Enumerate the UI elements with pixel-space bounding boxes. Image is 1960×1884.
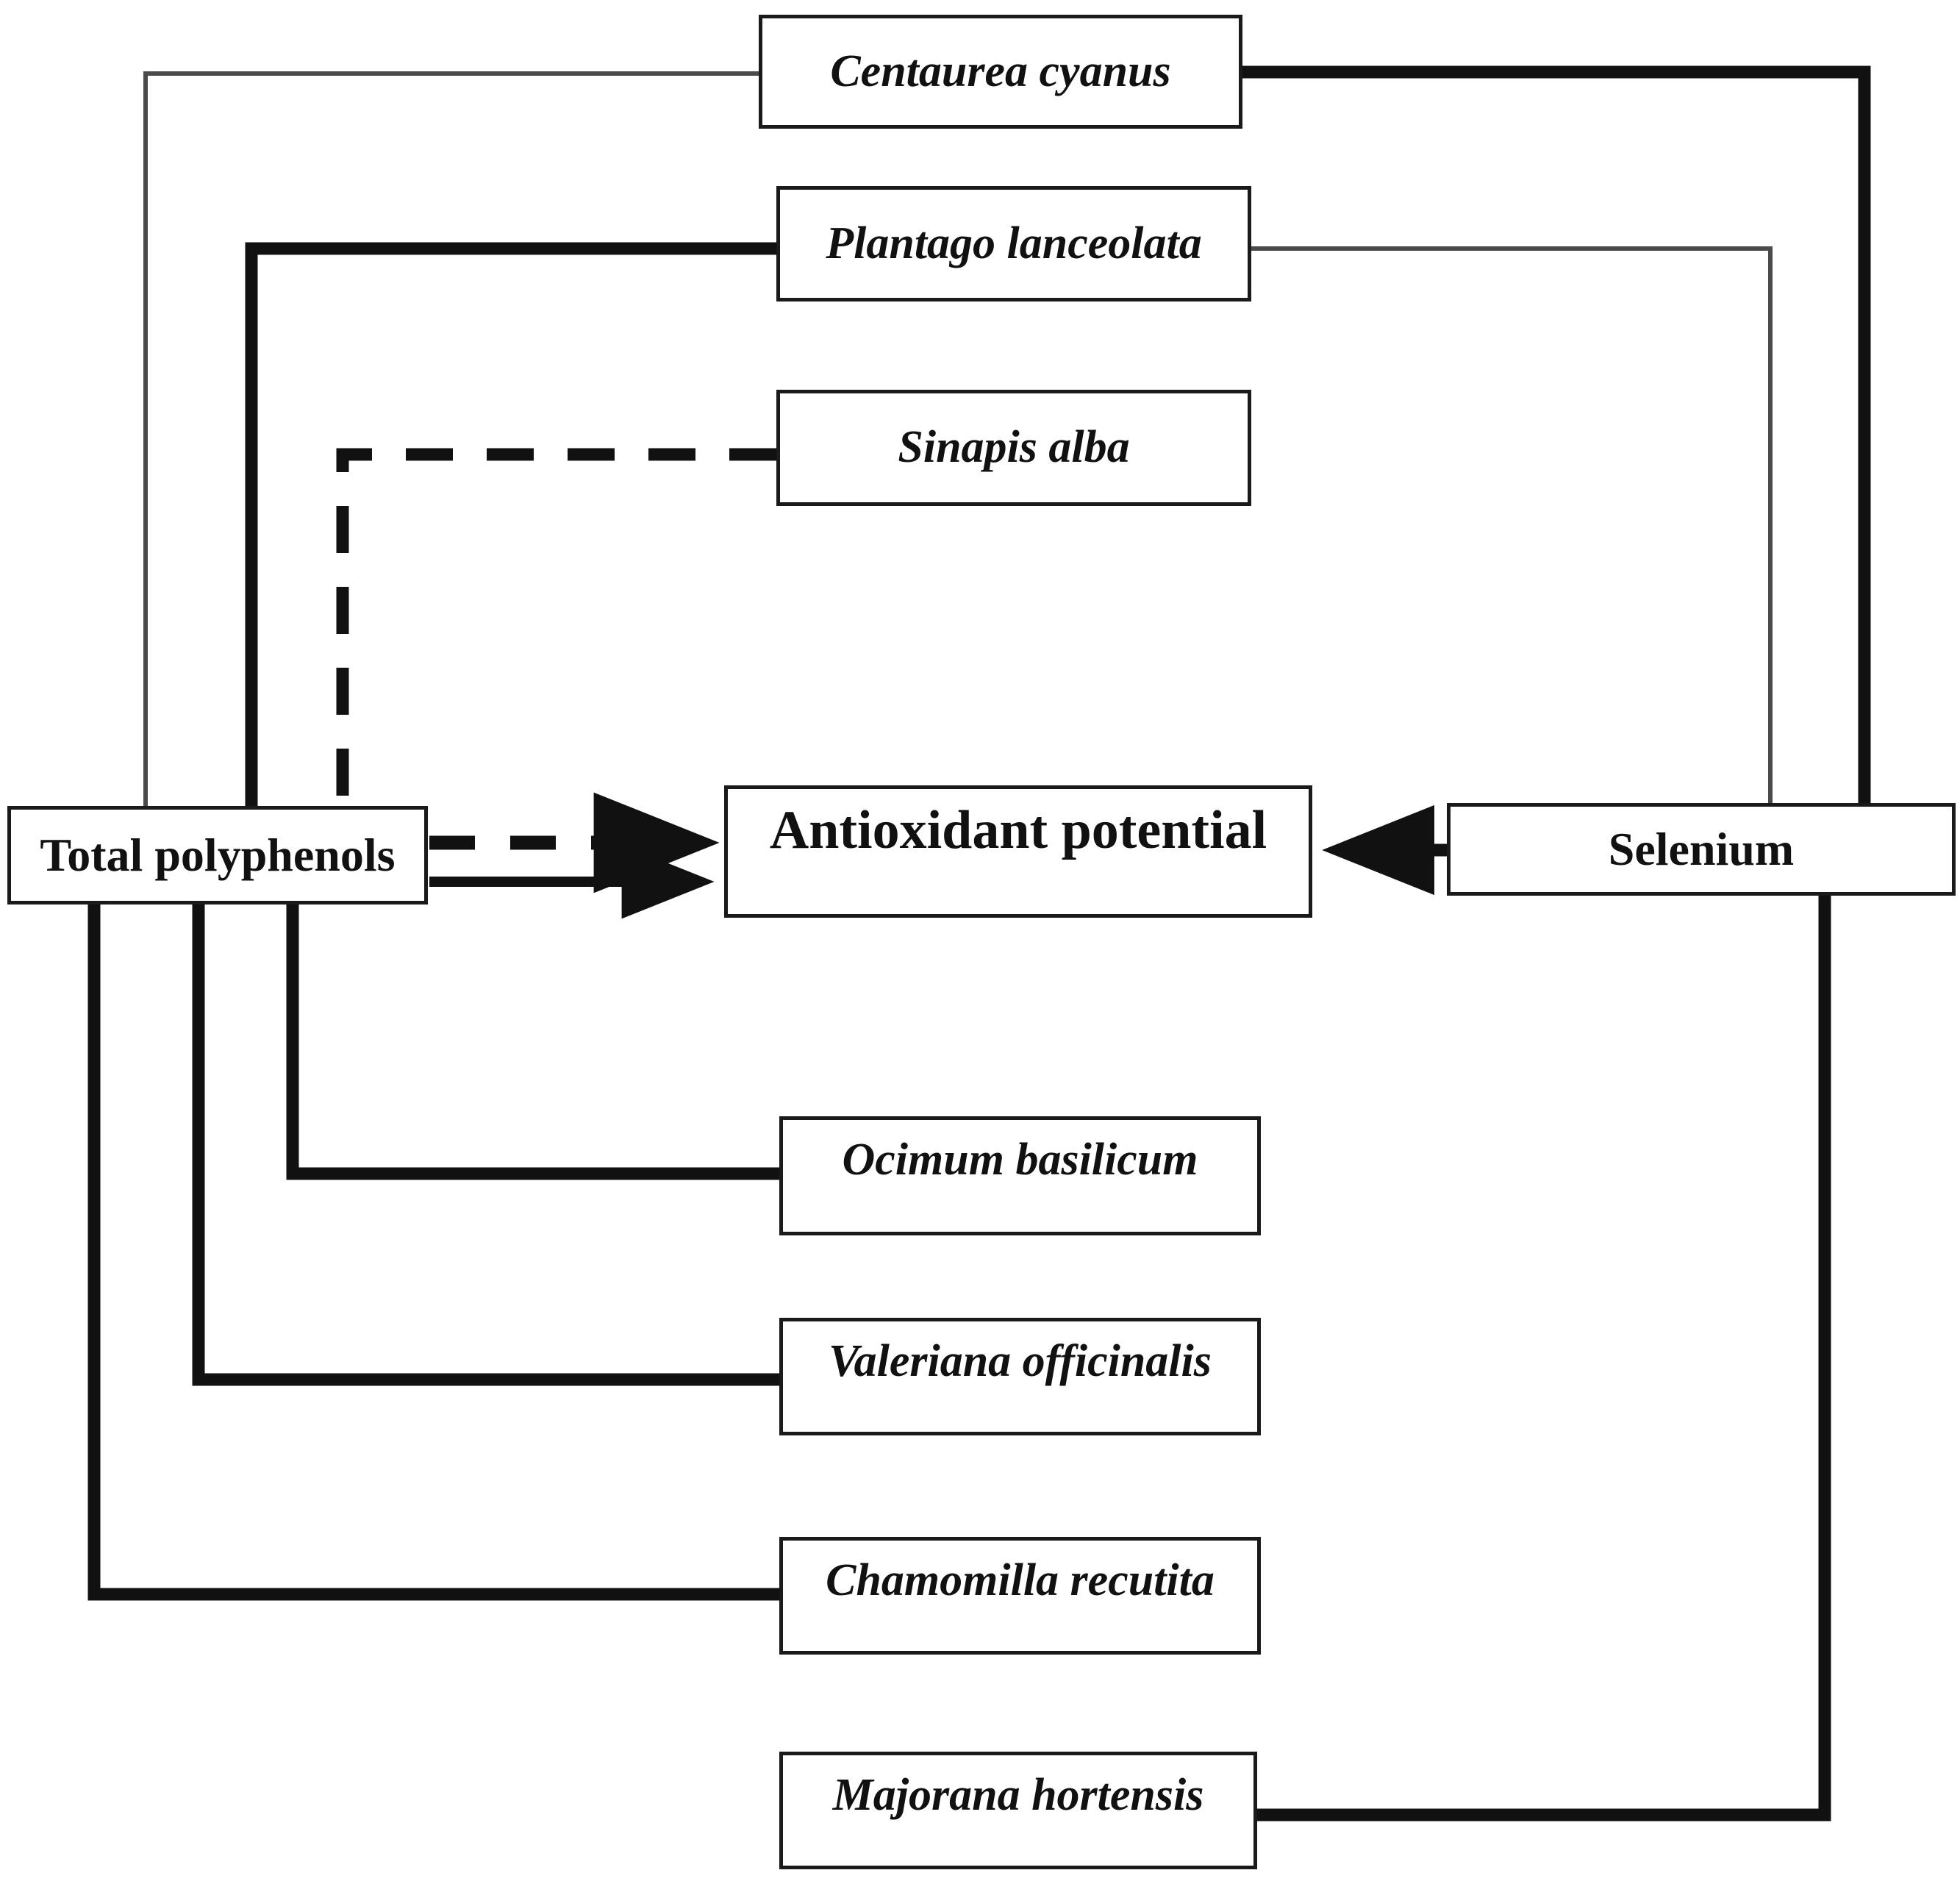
node-label: Majorana hortensis bbox=[832, 1770, 1204, 1820]
node-label: Valeriana officinalis bbox=[829, 1336, 1212, 1386]
node-label: Plantago lanceolata bbox=[826, 218, 1202, 268]
node-chamomilla-recutita[interactable]: Chamomilla recutita bbox=[779, 1537, 1261, 1655]
edge-centaurea-to-selenium bbox=[1242, 65, 1871, 803]
edge-chamomilla-to-polyphenols bbox=[87, 904, 779, 1601]
node-total-polyphenols[interactable]: Total polyphenols bbox=[7, 806, 428, 904]
node-selenium[interactable]: Selenium bbox=[1447, 803, 1956, 896]
edge-sinapis-to-polyphenols bbox=[336, 448, 776, 802]
edge-centaurea-to-polyphenols bbox=[143, 71, 759, 806]
node-ocimum-basilicum[interactable]: Ocimum basilicum bbox=[779, 1116, 1261, 1235]
edge-ocimum-to-polyphenols bbox=[286, 904, 779, 1180]
edge-plantago-to-selenium bbox=[1251, 246, 1773, 803]
node-label: Centaurea cyanus bbox=[830, 46, 1171, 96]
node-label: Chamomilla recutita bbox=[826, 1555, 1215, 1605]
node-antioxidant-potential[interactable]: Antioxidant potential bbox=[724, 785, 1312, 918]
edge-majorana-to-selenium bbox=[1257, 896, 1831, 1821]
node-label: Selenium bbox=[1608, 823, 1795, 876]
node-majorana-hortensis[interactable]: Majorana hortensis bbox=[779, 1752, 1257, 1869]
edge-plantago-to-polyphenols bbox=[245, 242, 776, 806]
node-label: Total polyphenols bbox=[40, 829, 396, 882]
node-sinapis-alba[interactable]: Sinapis alba bbox=[776, 390, 1251, 506]
node-plantago-lanceolata[interactable]: Plantago lanceolata bbox=[776, 186, 1251, 301]
node-label: Sinapis alba bbox=[898, 422, 1130, 473]
edge-valeriana-to-polyphenols bbox=[192, 904, 779, 1386]
node-label: Ocimum basilicum bbox=[842, 1135, 1198, 1185]
node-label: Antioxidant potential bbox=[769, 800, 1267, 860]
node-centaurea-cyanus[interactable]: Centaurea cyanus bbox=[759, 15, 1242, 129]
node-valeriana-officinalis[interactable]: Valeriana officinalis bbox=[779, 1318, 1261, 1435]
